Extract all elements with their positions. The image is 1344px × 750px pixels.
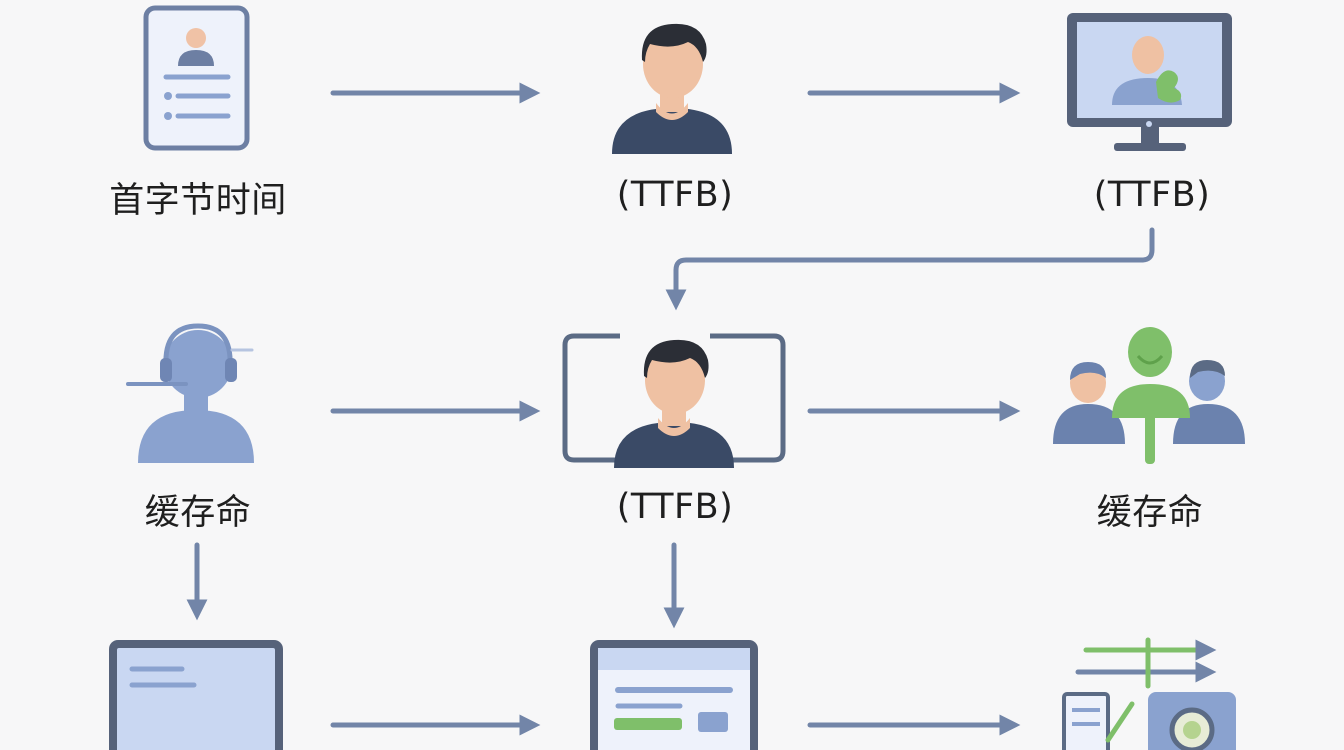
label-mid-right: 缓存命	[1096, 493, 1204, 533]
label-top-right: (TTFB)	[1093, 175, 1211, 215]
data-flow-icon	[1062, 637, 1236, 750]
user-group-icon	[1053, 327, 1245, 464]
label-mid-center: (TTFB)	[616, 487, 734, 527]
profile-document-icon	[143, 5, 250, 151]
dashboard-screen-icon	[590, 640, 758, 750]
label-mid-left: 缓存命	[144, 493, 252, 533]
monitor-with-person-icon	[1067, 13, 1232, 151]
screen-icon	[109, 640, 283, 750]
person-icon	[612, 23, 732, 154]
framed-person-icon	[562, 333, 786, 468]
arrow-return	[665, 227, 1155, 311]
label-top-center: (TTFB)	[616, 175, 734, 215]
label-top-left: 首字节时间	[109, 181, 287, 221]
headset-person-icon	[126, 323, 254, 463]
